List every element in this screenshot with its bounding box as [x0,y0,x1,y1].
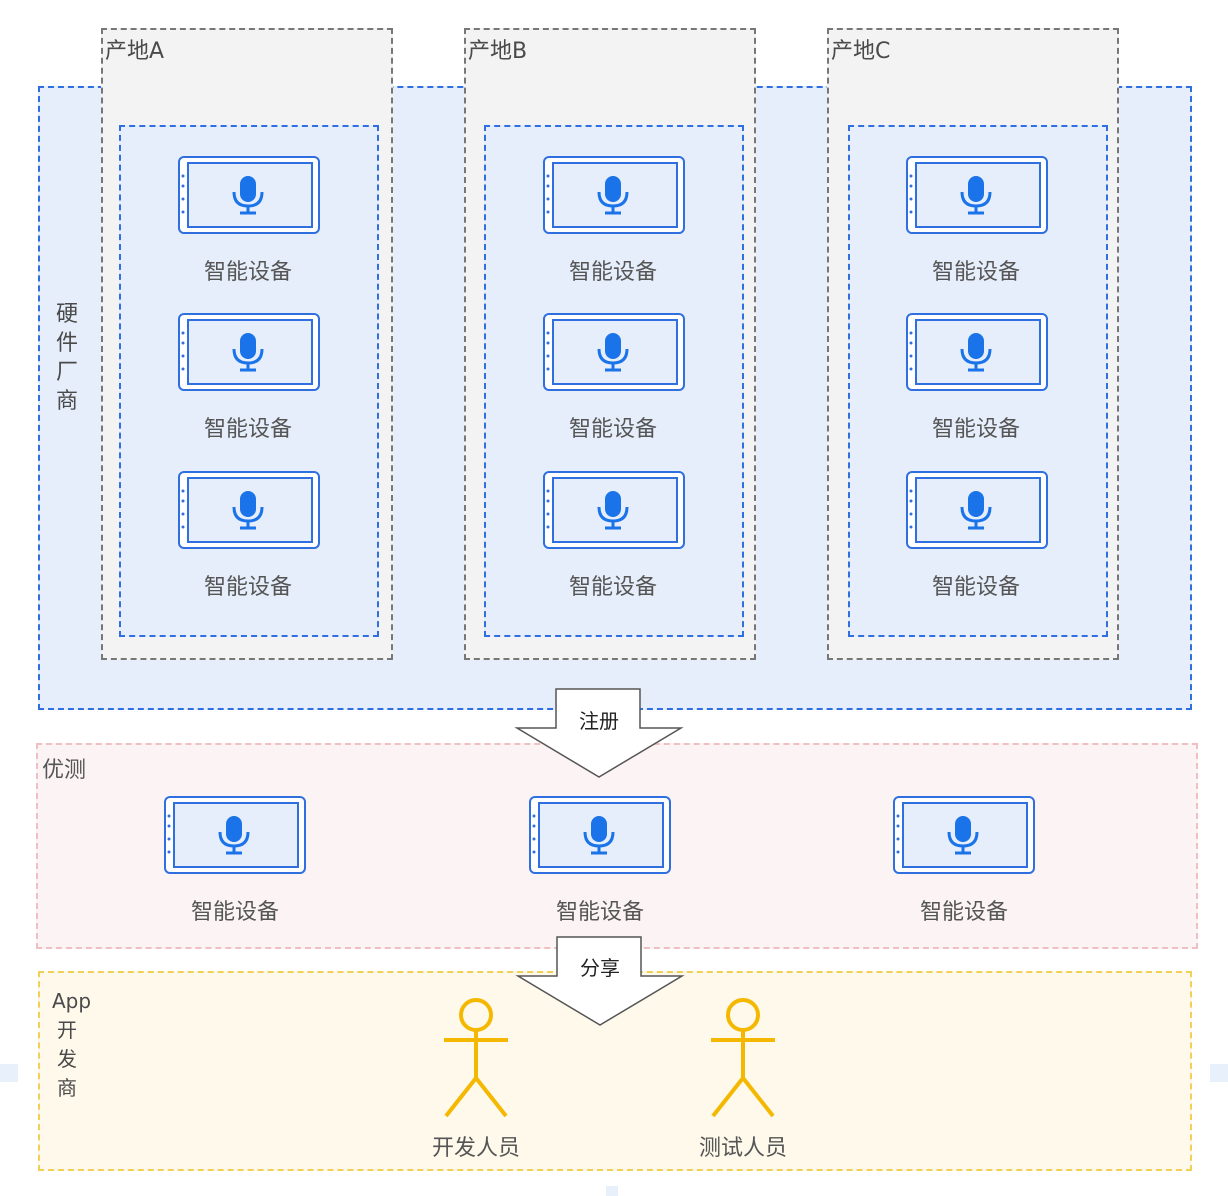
smart-device-icon [164,796,306,874]
smart-device-icon [543,313,685,391]
device-label: 智能设备 [919,900,1008,925]
decoration-square [1210,1064,1228,1082]
decoration-square [0,1064,18,1082]
app-developer-label: App开发商 [52,989,92,1100]
developer-actor-icon [441,998,511,1118]
register-arrow-label: 注册 [579,709,619,733]
device-label: 智能设备 [555,900,644,925]
smart-device-icon [543,471,685,549]
device-label: 智能设备 [931,417,1020,442]
device-label: 智能设备 [190,900,279,925]
smart-device-icon [906,313,1048,391]
share-arrow-label: 分享 [580,956,620,980]
smart-device-icon [178,156,320,234]
smart-device-icon [529,796,671,874]
developer-actor-label: 开发人员 [431,1136,520,1161]
smart-device-icon [906,471,1048,549]
device-label: 智能设备 [203,260,292,285]
tester-actor-label: 测试人员 [698,1136,787,1161]
tester-actor-icon [708,998,778,1118]
device-label: 智能设备 [931,575,1020,600]
device-label: 智能设备 [931,260,1020,285]
device-label: 智能设备 [203,417,292,442]
share-arrow [515,936,685,1026]
testing-label: 优测 [42,758,87,783]
device-label: 智能设备 [568,575,657,600]
smart-device-icon [178,471,320,549]
origin-c-label: 产地C [831,39,891,64]
device-label: 智能设备 [203,575,292,600]
device-label: 智能设备 [568,260,657,285]
device-label: 智能设备 [568,417,657,442]
decoration-square [606,1186,618,1196]
smart-device-icon [893,796,1035,874]
smart-device-icon [906,156,1048,234]
register-arrow [514,688,684,778]
smart-device-icon [178,313,320,391]
manufacturer-label: 硬件厂商 [55,302,78,414]
origin-a-label: 产地A [105,39,165,64]
origin-b-label: 产地B [468,39,528,64]
smart-device-icon [543,156,685,234]
